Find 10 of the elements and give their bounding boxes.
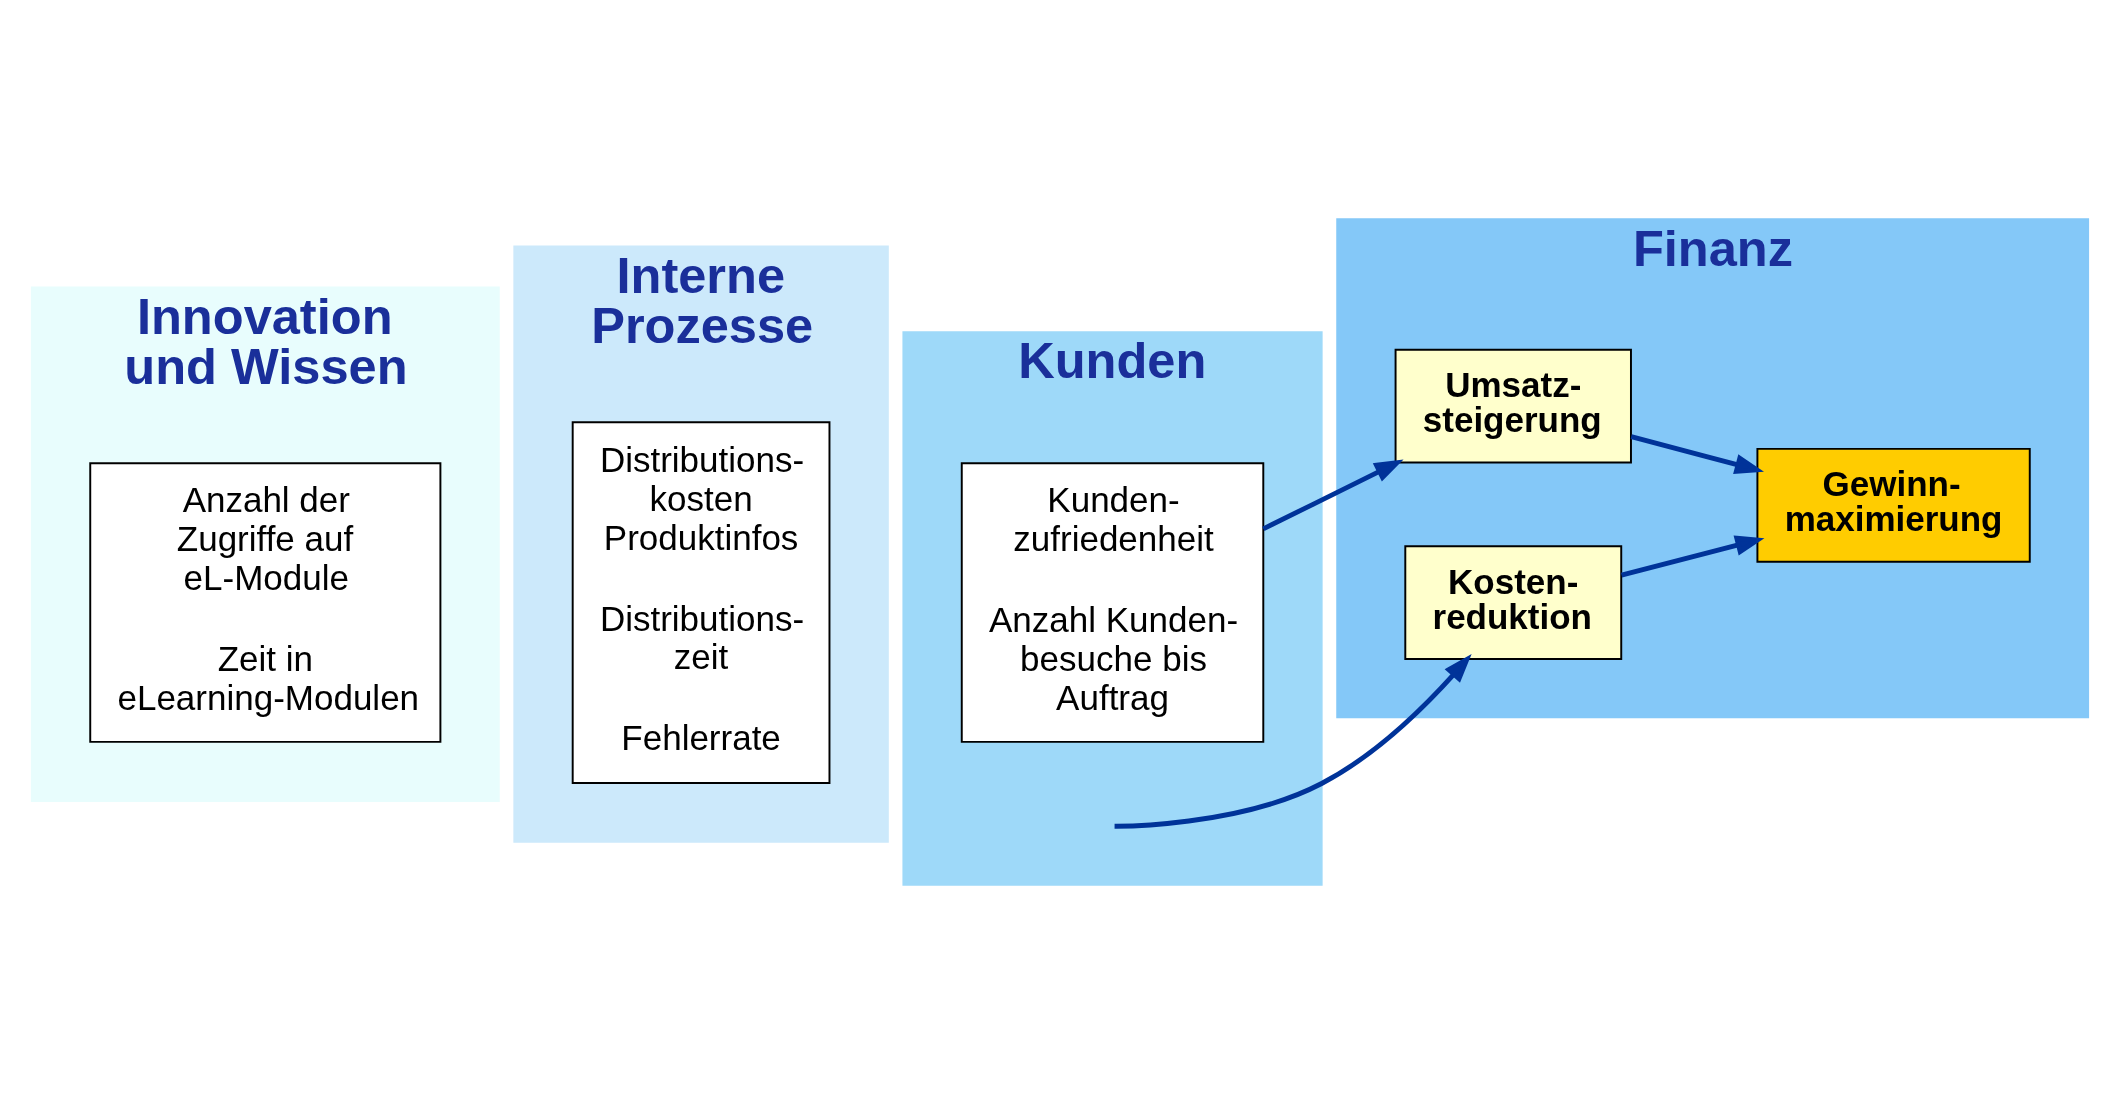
arrow bbox=[1620, 535, 1765, 578]
node-box: Umsatz- steigerung bbox=[1394, 348, 1632, 464]
node-box: Anzahl der Zugriffe auf eL-Module Zeit in eLearning-Modulen bbox=[89, 462, 442, 743]
node-box: Kunden- zufriedenheit Anzahl Kunden- besuche bis Auftrag bbox=[960, 462, 1265, 743]
arrow bbox=[1262, 459, 1404, 532]
node-box: Kosten- reduktion bbox=[1404, 545, 1623, 660]
node-box: Distributions- kosten Produktinfos Distributions- zeit Fehlerrate bbox=[571, 421, 831, 784]
arrow bbox=[1114, 654, 1472, 829]
node-box: Gewinn- maximierung bbox=[1756, 447, 2031, 563]
arrow bbox=[1630, 434, 1764, 475]
